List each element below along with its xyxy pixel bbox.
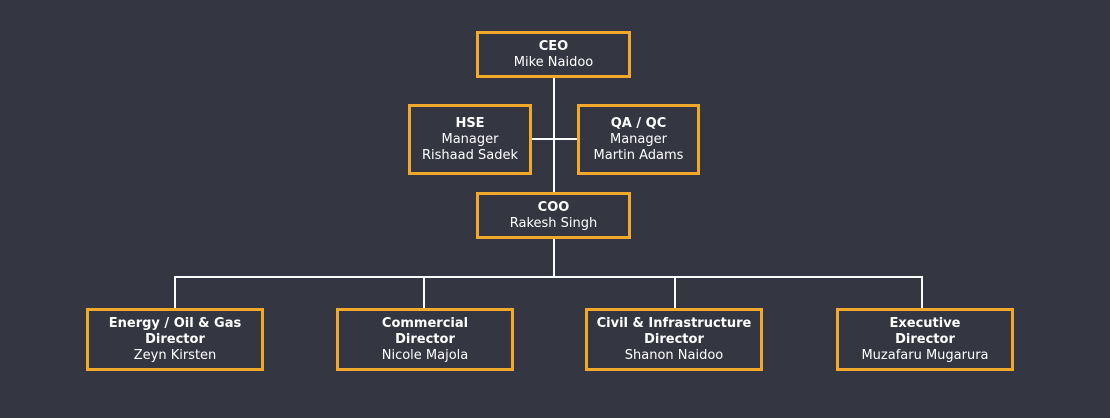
node-energy-director: Energy / Oil & Gas Director Zeyn Kirsten (86, 308, 264, 371)
node-coo-title: COO (537, 199, 570, 215)
node-hse-title: HSE (455, 115, 485, 131)
node-ceo-title: CEO (538, 38, 569, 54)
node-ceo-name: Mike Naidoo (513, 54, 594, 70)
node-qa-qc-manager: QA / QC Manager Martin Adams (577, 104, 700, 175)
node-commercial-title: Commercial (381, 315, 469, 331)
node-qa-qc-name: Martin Adams (593, 147, 684, 163)
node-executive-title: Executive (889, 315, 961, 331)
node-hse-role: Manager (441, 131, 499, 147)
node-energy-role: Director (145, 331, 205, 347)
node-civil-title: Civil & Infrastructure (596, 315, 752, 331)
node-coo: COO Rakesh Singh (476, 192, 631, 239)
node-executive-director: Executive Director Muzafaru Mugarura (836, 308, 1014, 371)
node-civil-director: Civil & Infrastructure Director Shanon N… (585, 308, 763, 371)
node-commercial-name: Nicole Majola (381, 347, 469, 363)
node-executive-name: Muzafaru Mugarura (861, 347, 989, 363)
node-ceo: CEO Mike Naidoo (476, 31, 631, 78)
node-coo-name: Rakesh Singh (509, 215, 598, 231)
node-energy-name: Zeyn Kirsten (133, 347, 217, 363)
node-qa-qc-role: Manager (610, 131, 667, 147)
node-civil-name: Shanon Naidoo (624, 347, 724, 363)
node-civil-role: Director (644, 331, 704, 347)
node-hse-name: Rishaad Sadek (422, 147, 518, 163)
node-qa-qc-title: QA / QC (610, 115, 667, 131)
node-hse-manager: HSE Manager Rishaad Sadek (408, 104, 532, 175)
node-commercial-director: Commercial Director Nicole Majola (336, 308, 514, 371)
node-commercial-role: Director (395, 331, 455, 347)
node-executive-role: Director (895, 331, 955, 347)
node-energy-title: Energy / Oil & Gas (108, 315, 242, 331)
